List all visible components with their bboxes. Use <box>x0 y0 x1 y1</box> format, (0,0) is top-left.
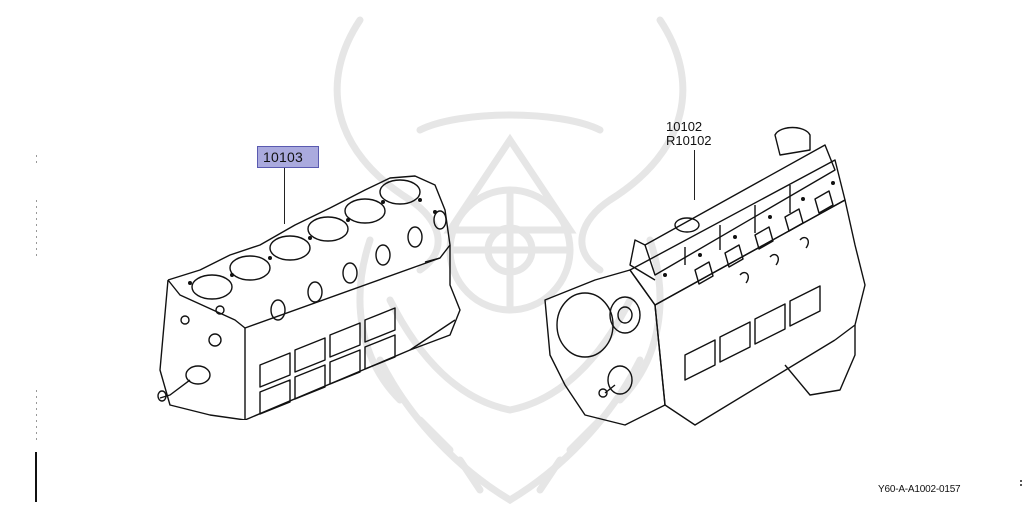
edge-mark <box>36 390 37 440</box>
callout-10102-label[interactable]: 10102 R10102 <box>666 120 712 148</box>
callout-10103-text: 10103 <box>263 149 303 165</box>
edge-mark <box>1020 480 1022 488</box>
callout-10102-text: 10102 <box>666 119 703 134</box>
callout-10103-label[interactable]: 10103 <box>257 146 319 168</box>
figure-code: Y60-A-A1002-0157 <box>878 484 961 495</box>
left-border-line <box>35 452 37 502</box>
callout-10102-leader-line <box>694 150 695 200</box>
complete-engine-illustration <box>544 126 866 426</box>
edge-mark <box>36 155 37 163</box>
callout-r10102-text: R10102 <box>666 133 712 148</box>
callout-10103-leader-line <box>284 168 285 224</box>
edge-mark <box>36 200 37 260</box>
cylinder-block-illustration <box>157 175 461 420</box>
